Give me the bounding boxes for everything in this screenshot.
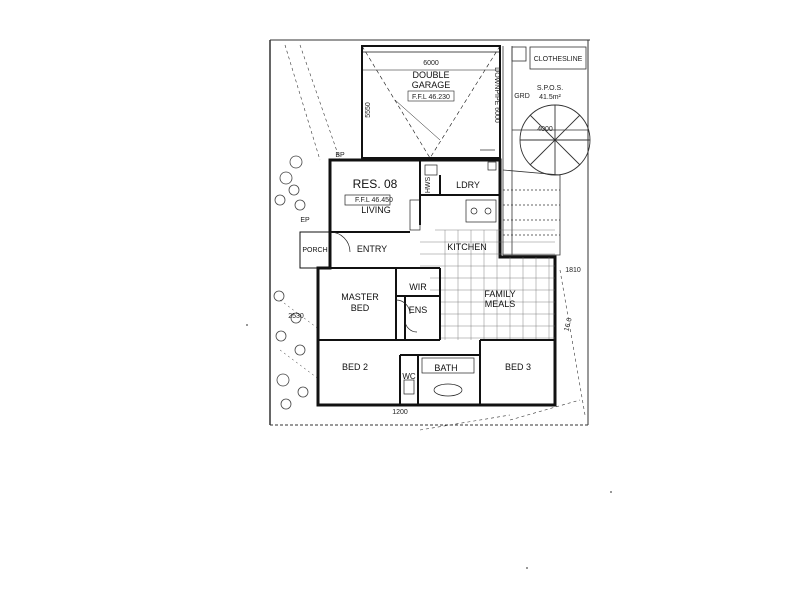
bed3-label: BED 3: [505, 362, 531, 372]
garage-label-2: GARAGE: [412, 80, 451, 90]
wc-label: WC: [402, 372, 416, 381]
ldry-label: LDRY: [456, 180, 480, 190]
porch-label: PORCH: [302, 247, 327, 254]
master-bed-label-2: BED: [351, 303, 370, 313]
hws-marker: HWS: [425, 177, 432, 194]
site-boundary: [269, 39, 590, 431]
dim-right-diag: 16.0: [563, 317, 573, 332]
grd-marker: GRD: [514, 93, 530, 100]
spos-title: S.P.O.S.: [537, 85, 563, 92]
entry-label: ENTRY: [357, 244, 387, 254]
garage-label-1: DOUBLE: [412, 70, 449, 80]
room-labels: DOUBLE GARAGE F.F.L 46.230 6000 5550 DOW…: [288, 56, 582, 416]
bed2-label: BED 2: [342, 362, 368, 372]
ens-label: ENS: [409, 305, 428, 315]
meals-label: MEALS: [485, 299, 516, 309]
garage-side-note: DOWNPIPE 6000: [493, 67, 500, 123]
wir-label: WIR: [409, 282, 427, 292]
shrubs: [273, 155, 309, 410]
dim-left-side: 2530: [288, 313, 304, 320]
bp-marker: BP: [335, 152, 345, 159]
spos-dim: 4000: [537, 126, 553, 133]
residence-code: RES. 08: [353, 177, 398, 191]
house-walls: [299, 158, 557, 407]
family-label: FAMILY: [484, 289, 515, 299]
residence-level: F.F.L 46.450: [355, 197, 393, 204]
scan-specks: [246, 324, 612, 569]
garage-level: F.F.L 46.230: [412, 94, 450, 101]
tree: [519, 104, 591, 176]
interior-walls: [318, 160, 555, 405]
garage-depth-dim: 5550: [365, 102, 372, 118]
tile-grid: [420, 229, 555, 340]
dim-right-side: 1810: [565, 267, 581, 274]
living-label: LIVING: [361, 205, 391, 215]
garage-width-dim: 6000: [423, 60, 439, 67]
master-bed-label-1: MASTER: [341, 292, 379, 302]
spos-area: 41.5m²: [539, 94, 561, 101]
ep-marker: EP: [300, 217, 310, 224]
garage: [361, 45, 501, 159]
dim-bottom: 1200: [392, 409, 408, 416]
bath-label: BATH: [434, 363, 457, 373]
clothesline-label: CLOTHESLINE: [534, 56, 583, 63]
side-path: [502, 46, 588, 256]
fixtures: [329, 149, 497, 397]
kitchen-label: KITCHEN: [447, 242, 487, 252]
